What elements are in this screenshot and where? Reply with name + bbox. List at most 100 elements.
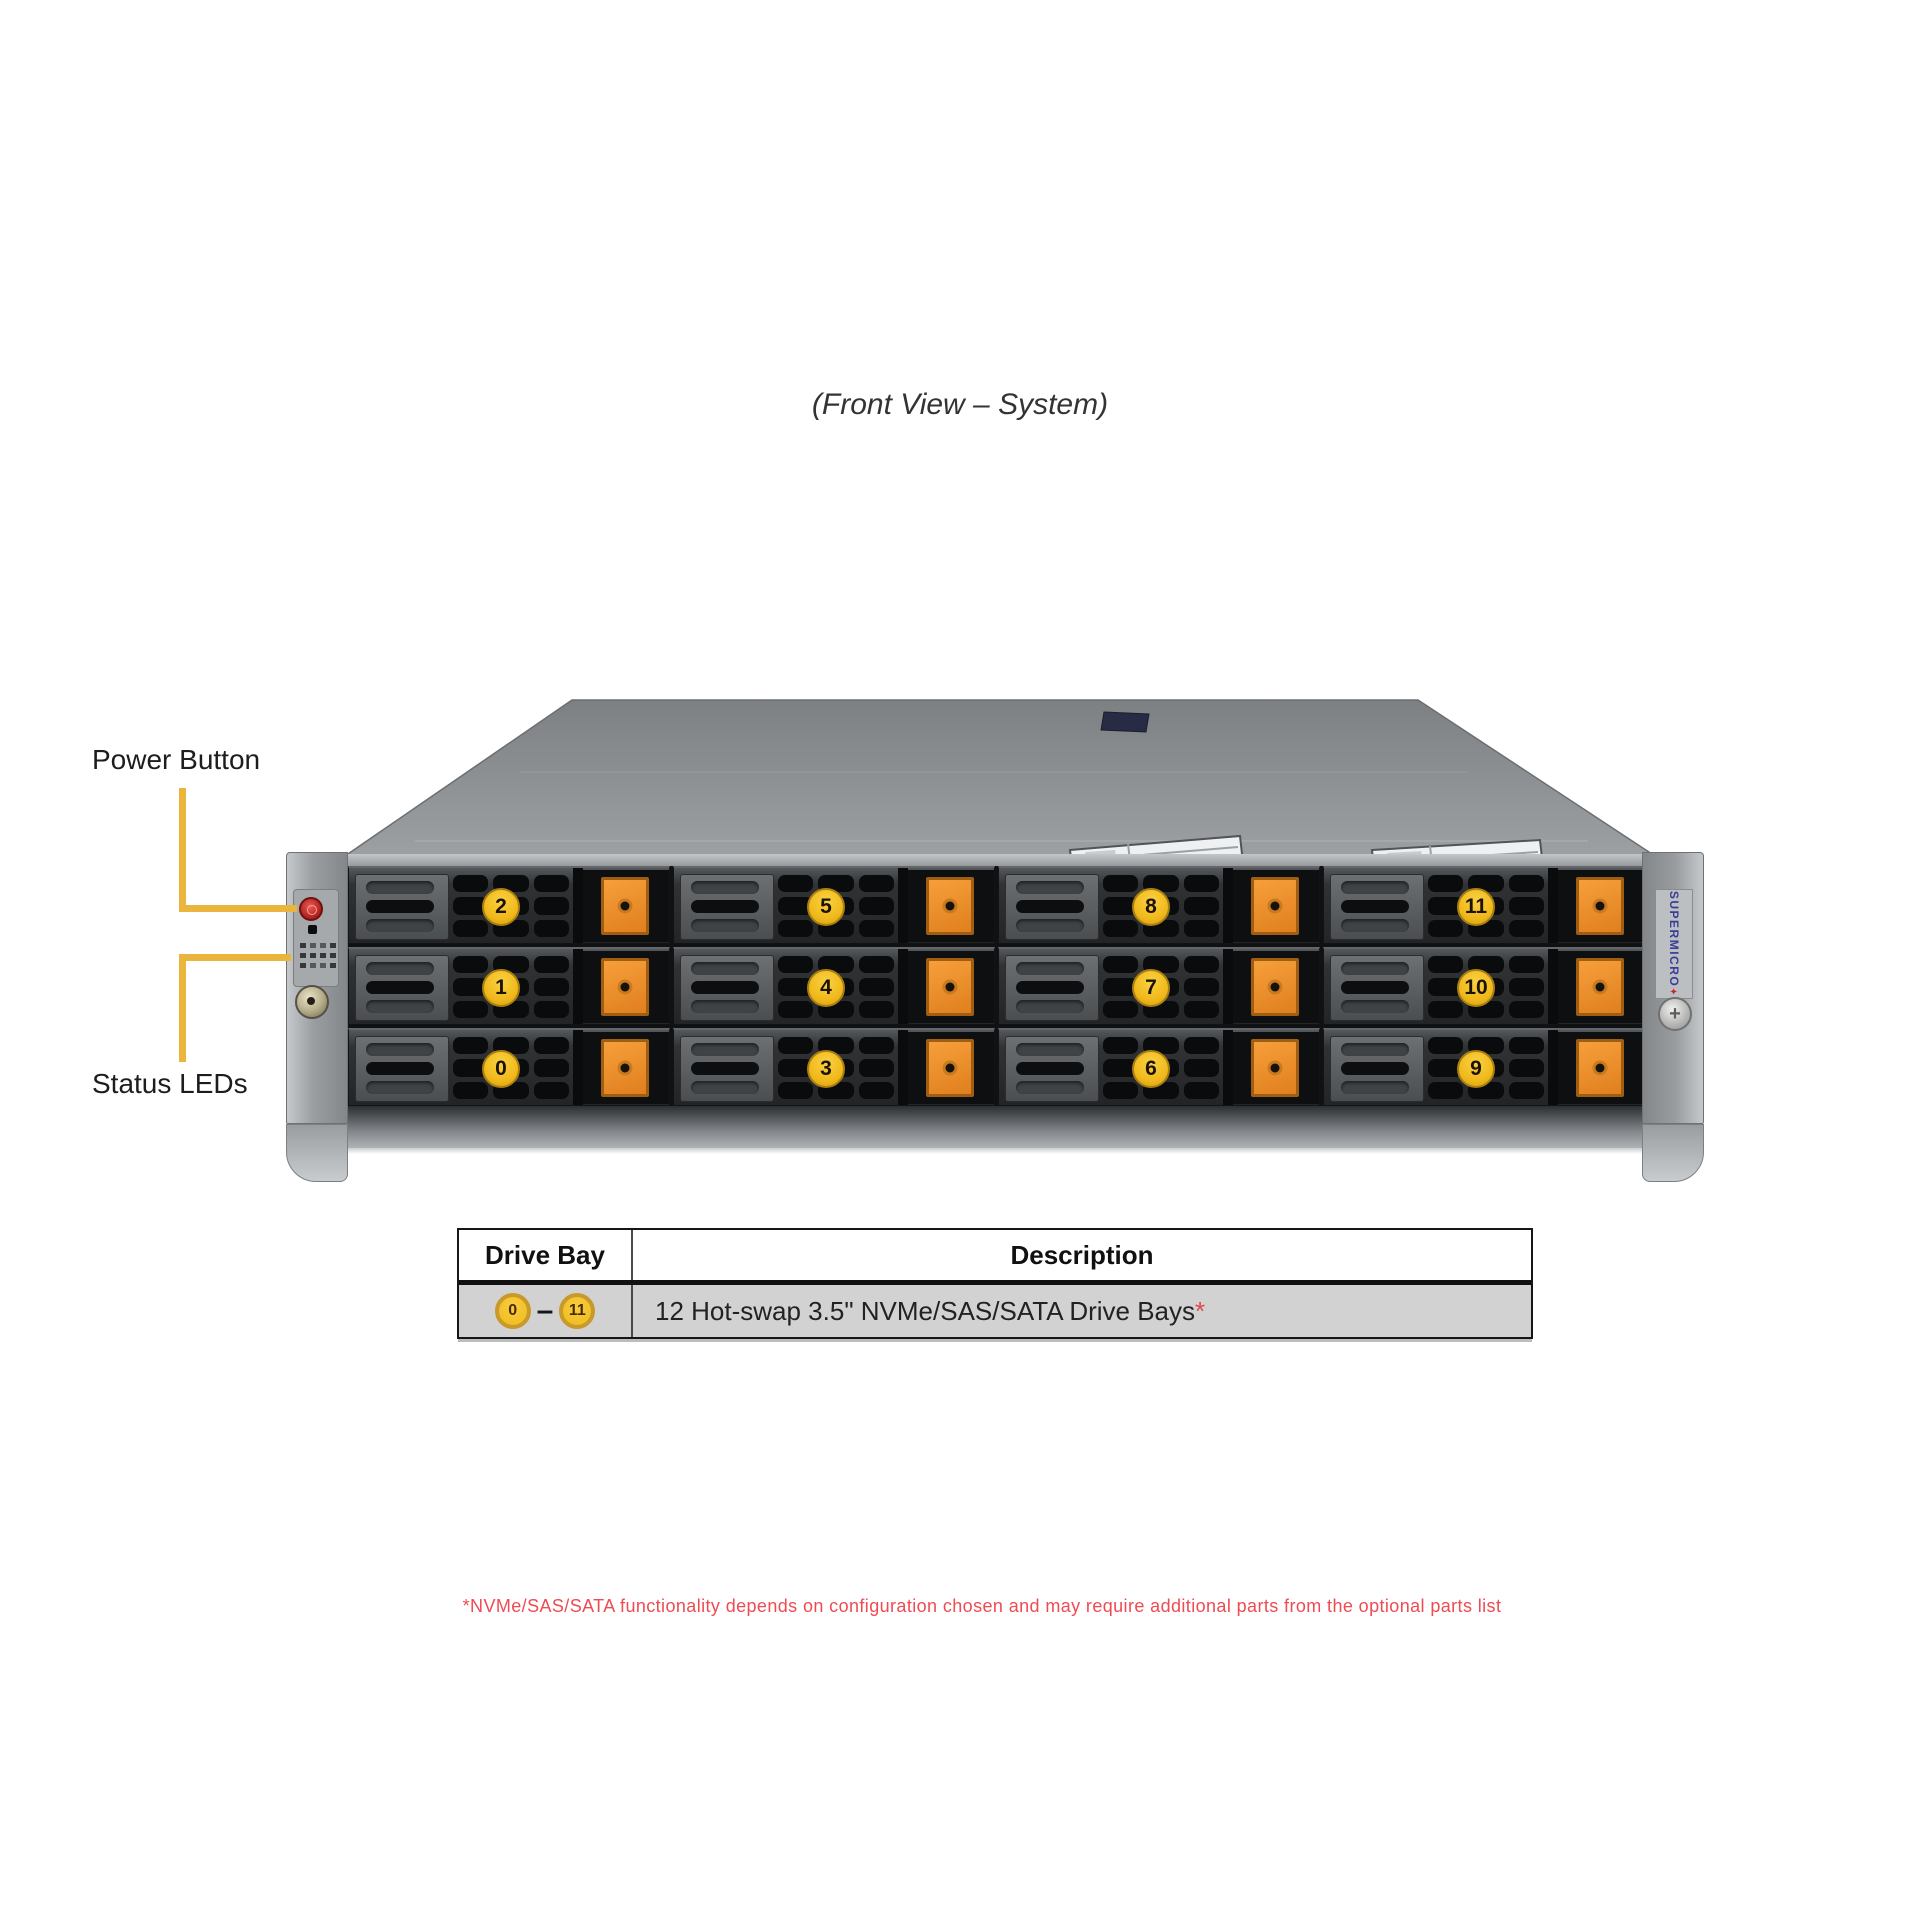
table-data-row: 0 – 11 12 Hot-swap 3.5" NVMe/SAS/SATA Dr… <box>459 1285 1531 1337</box>
status-callout-line-vertical <box>179 954 186 1062</box>
tray-vent-slot <box>858 1081 894 1099</box>
handle-vent-slot <box>366 1062 434 1075</box>
supermicro-logo-mark: ✦ <box>1667 987 1679 998</box>
drive-bay-number-badge: 4 <box>807 969 845 1007</box>
tray-vent-slot <box>1103 1000 1139 1018</box>
tray-vent-slot <box>1103 1059 1139 1077</box>
tray-vent-slot <box>1428 1059 1464 1077</box>
drive-tray: 8 <box>998 866 1320 944</box>
drive-tray: 5 <box>673 866 995 944</box>
drive-tray-latch-strip <box>1223 1030 1233 1105</box>
drive-tray-latch-strip <box>898 1030 908 1105</box>
handle-vent-slot <box>1341 919 1409 932</box>
bay-range-cell: 0 – 11 <box>459 1285 633 1337</box>
drive-tray: 3 <box>673 1028 995 1106</box>
drive-tray: 4 <box>673 947 995 1025</box>
handle-vent-slot <box>691 881 759 894</box>
handle-vent-slot <box>1016 1043 1084 1056</box>
drive-tray-handle <box>355 874 449 940</box>
drive-bay-number-badge: 5 <box>807 888 845 926</box>
handle-vent-slot <box>691 919 759 932</box>
tray-vent-slot <box>1428 1037 1464 1055</box>
drive-tray: 2 <box>348 866 670 944</box>
release-button-hole <box>1270 901 1280 911</box>
drive-tray-latch-strip <box>1548 949 1558 1024</box>
right-rack-ear: SUPERMICRO✦ <box>1642 852 1704 1124</box>
tray-vent-slot <box>533 897 569 915</box>
bay-range-start-badge: 0 <box>494 1293 531 1329</box>
tray-vent-slot <box>1143 956 1179 974</box>
drive-tray-vents <box>1103 956 1219 1018</box>
drive-bay-number: 3 <box>820 1057 832 1080</box>
handle-vent-slot <box>1341 881 1409 894</box>
tray-vent-slot <box>858 897 894 915</box>
tray-vent-slot <box>1183 956 1219 974</box>
tray-vent-slot <box>818 1037 854 1055</box>
tray-vent-slot <box>1183 1037 1219 1055</box>
drive-release-button <box>926 1039 974 1097</box>
table-header-separator <box>459 1280 1531 1285</box>
drive-tray-handle <box>1330 1036 1424 1102</box>
tray-vent-slot <box>453 1037 489 1055</box>
tray-vent-slot <box>1428 897 1464 915</box>
tray-vent-slot <box>1183 1081 1219 1099</box>
tray-vent-slot <box>818 875 854 893</box>
drive-tray-latch-strip <box>573 1030 583 1105</box>
handle-vent-slot <box>1016 1081 1084 1094</box>
drive-release-button <box>1576 958 1624 1016</box>
tray-vent-slot <box>533 919 569 937</box>
drive-tray: 6 <box>998 1028 1320 1106</box>
tray-vent-slot <box>1508 1081 1544 1099</box>
left-ear-handle <box>286 1124 348 1182</box>
drive-bay-number: 10 <box>1464 976 1488 999</box>
release-button-hole <box>945 901 955 911</box>
drive-tray-handle <box>680 955 774 1021</box>
drive-bay-number-badge: 8 <box>1132 888 1170 926</box>
power-callout-line-vertical <box>179 788 186 912</box>
tray-vent-slot <box>453 1081 489 1099</box>
bay-range-dash: – <box>536 1294 554 1327</box>
handle-vent-slot <box>1341 900 1409 913</box>
handle-vent-slot <box>1341 962 1409 975</box>
handle-vent-slot <box>1016 1062 1084 1075</box>
drive-release-button <box>1251 1039 1299 1097</box>
tray-vent-slot <box>453 897 489 915</box>
tray-vent-slot <box>533 1000 569 1018</box>
tray-vent-slot <box>1468 956 1504 974</box>
tray-vent-slot <box>453 1059 489 1077</box>
handle-vent-slot <box>1341 1062 1409 1075</box>
handle-vent-slot <box>1016 1000 1084 1013</box>
drive-tray: 0 <box>348 1028 670 1106</box>
status-callout-line-horizontal <box>179 954 291 961</box>
drive-bay-number-badge: 9 <box>1457 1050 1495 1088</box>
drive-release-button <box>601 877 649 935</box>
handle-vent-slot <box>691 1062 759 1075</box>
drive-release-button <box>1576 1039 1624 1097</box>
uid-button <box>308 925 317 934</box>
footnote-marker: * <box>1195 1295 1206 1326</box>
handle-vent-slot <box>1341 1043 1409 1056</box>
power-callout-line-horizontal <box>179 905 297 912</box>
tray-vent-slot <box>533 1037 569 1055</box>
status-led-icons <box>295 943 341 973</box>
tray-vent-slot <box>1103 978 1139 996</box>
tray-vent-slot <box>493 956 529 974</box>
left-rack-ear <box>286 852 348 1124</box>
drive-release-button <box>1251 877 1299 935</box>
drive-tray-handle <box>355 1036 449 1102</box>
handle-vent-slot <box>1341 1000 1409 1013</box>
tray-vent-slot <box>1103 1081 1139 1099</box>
release-button-hole <box>1595 982 1605 992</box>
tray-vent-slot <box>533 978 569 996</box>
tray-vent-slot <box>858 919 894 937</box>
table-header-description: Description <box>1010 1239 1154 1270</box>
drive-bay-number-badge: 11 <box>1457 888 1495 926</box>
handle-vent-slot <box>1341 1081 1409 1094</box>
drive-tray-latch-strip <box>1548 868 1558 943</box>
drive-release-button <box>926 958 974 1016</box>
tray-vent-slot <box>1468 875 1504 893</box>
drive-tray: 7 <box>998 947 1320 1025</box>
drive-release-button <box>601 958 649 1016</box>
status-leds-label: Status LEDs <box>92 1068 248 1099</box>
